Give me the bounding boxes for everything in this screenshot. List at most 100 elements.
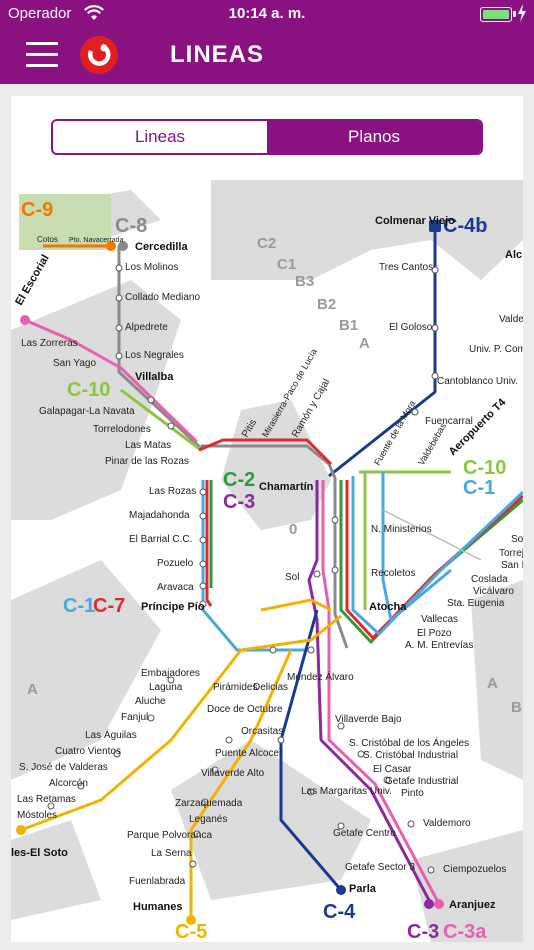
station-villaverde-alto: Villaverde Alto (201, 768, 265, 779)
station-alc-de: Alc de (505, 249, 523, 261)
network-map[interactable]: C2 C1 B3 B2 B1 A 0 A A B (11, 180, 523, 942)
station-coslada: Coslada (471, 574, 508, 585)
station-torrelodones: Torrelodones (93, 424, 151, 435)
station-alpedrete: Alpedrete (125, 322, 168, 333)
line-c5-loop-path (260, 598, 332, 612)
hamburger-menu-button[interactable] (26, 42, 58, 68)
zone-label-a-north: A (359, 335, 370, 352)
station-zarzaquemada: Zarzaquemada (175, 798, 243, 809)
zone-label-b1: B1 (339, 317, 358, 334)
line-c10-west-path (120, 388, 202, 452)
station-cantoblanco: Cantoblanco Univ. (437, 376, 518, 387)
line-label-c1-east: C-1 (463, 477, 495, 499)
line-c7-north-path (198, 438, 333, 466)
station-doce-de-octubre: Doce de Octubre (207, 704, 283, 715)
station-el-casar: El Casar (373, 764, 412, 775)
station-puente-alcocer: Puente Alcocer (215, 748, 283, 759)
zone-label-b2: B2 (317, 296, 336, 313)
station-las-matas: Las Matas (125, 440, 171, 451)
battery-icon (480, 7, 516, 22)
station-parque-polvoranca: Parque Polvoranca (127, 830, 212, 841)
station-getafe-sector-3: Getafe Sector 3 (345, 862, 415, 873)
zone-label-a-east: A (487, 675, 498, 692)
station-galapagar: Galapagar-La Navata (39, 406, 135, 417)
station-aravaca: Aravaca (157, 582, 194, 593)
station-valdebebas: Valdebebas (416, 421, 448, 467)
aranjuez-terminal (424, 899, 434, 909)
zone-labels: C2 C1 B3 B2 B1 A 0 A A B (27, 235, 522, 716)
station-villalba: Villalba (135, 371, 174, 383)
station-colmenar-viejo: Colmenar Viejo (375, 215, 455, 227)
line-label-c1-west: C-1 (63, 595, 95, 617)
station-delicias: Delicias (253, 682, 288, 693)
station-pinar-de-las-rozas: Pinar de las Rozas (105, 456, 189, 467)
station-orcasitas: Orcasitas (241, 726, 283, 737)
line-c3a-south-path (321, 480, 439, 901)
mountain-zone-shade (19, 194, 111, 250)
line-c8-path (117, 246, 203, 450)
line-label-c3: C-3 (223, 491, 255, 513)
line-c1-east-path (351, 476, 523, 636)
station-el-goloso: El Goloso (389, 322, 433, 333)
station-piramides: Pirámides (213, 682, 257, 693)
station-fuenlabrada: Fuenlabrada (129, 876, 186, 887)
tab-planos[interactable]: Planos (267, 121, 481, 153)
zone-label-0: 0 (289, 521, 297, 538)
station-fanjul: Fanjul (121, 712, 148, 723)
station-alcorcon: Alcorcón (49, 778, 88, 789)
station-chamartin: Chamartín (259, 481, 314, 493)
line-c4b-path (328, 226, 437, 478)
station-san-fernando: San Fern (501, 560, 523, 571)
station-cotos: Cotos (37, 235, 58, 244)
freight-link-path (382, 509, 482, 561)
rail-lines (20, 226, 523, 920)
station-el-barrial: El Barrial C.C. (129, 534, 192, 545)
station-sol: Sol (285, 572, 299, 583)
terminal-markers (16, 220, 444, 925)
line-c5-south-path (189, 649, 293, 920)
line-label-c4b: C-4b (443, 215, 487, 237)
station-dots (47, 264, 439, 874)
station-vicalvaro: Vicálvaro (473, 586, 514, 597)
page-title: LINEAS (170, 41, 265, 68)
station-torrejon: Torrej (499, 548, 523, 559)
station-entrevias: A. M. Entrevías (405, 640, 473, 651)
station-las-retamas: Las Retamas (17, 794, 76, 805)
mostoles-terminal (16, 825, 26, 835)
line-label-c3-south: C-3 (407, 921, 439, 942)
station-aluche: Aluche (135, 696, 166, 707)
clock: 10:14 a. m. (228, 5, 306, 22)
line-label-badges: C-9 C-8 C-4b C-10 C-2 C-3 C-10 C-1 C-1 C… (21, 199, 506, 942)
line-label-c10-west: C-10 (67, 379, 110, 401)
station-s-cristobal-industrial: S. Cristóbal Industrial (363, 750, 458, 761)
station-embajadores: Embajadores (141, 668, 200, 679)
parla-terminal (336, 885, 346, 895)
station-parla: Parla (349, 883, 377, 895)
line-label-c8: C-8 (115, 215, 147, 237)
station-principe-pio: Príncipe Pío (141, 601, 205, 613)
carrier-label: Operador (8, 5, 72, 22)
line-label-c10-east: C-10 (463, 457, 506, 479)
station-mendez-alvaro: Méndez Álvaro (287, 670, 354, 683)
station-vallecas: Vallecas (421, 614, 458, 625)
line-c3-north-path (24, 318, 199, 444)
station-atocha: Atocha (369, 601, 407, 613)
line-c3-south-path (307, 480, 433, 905)
station-las-aguilas: Las Águilas (85, 728, 137, 741)
zone-label-a-west: A (27, 681, 38, 698)
station-los-molinos: Los Molinos (125, 262, 178, 273)
station-cercedilla: Cercedilla (135, 241, 188, 253)
station-el-escorial: El Escorial (13, 253, 52, 308)
station-getafe-industrial: Getafe Industrial (385, 776, 458, 787)
station-s-cristobal-angeles: S. Cristóbal de los Ángeles (349, 736, 469, 749)
line-label-c5: C-5 (175, 921, 207, 942)
el-escorial-terminal (20, 315, 30, 325)
cercedilla-terminal (106, 241, 116, 251)
line-c7-west-path (205, 480, 213, 607)
colmenar-terminal (429, 220, 441, 232)
zone-label-c1: C1 (277, 256, 296, 273)
tab-lineas[interactable]: Lineas (53, 121, 267, 153)
line-label-c4: C-4 (323, 901, 356, 923)
line-label-c2: C-2 (223, 469, 255, 491)
station-cuatro-vientos: Cuatro Vientos (55, 746, 121, 757)
